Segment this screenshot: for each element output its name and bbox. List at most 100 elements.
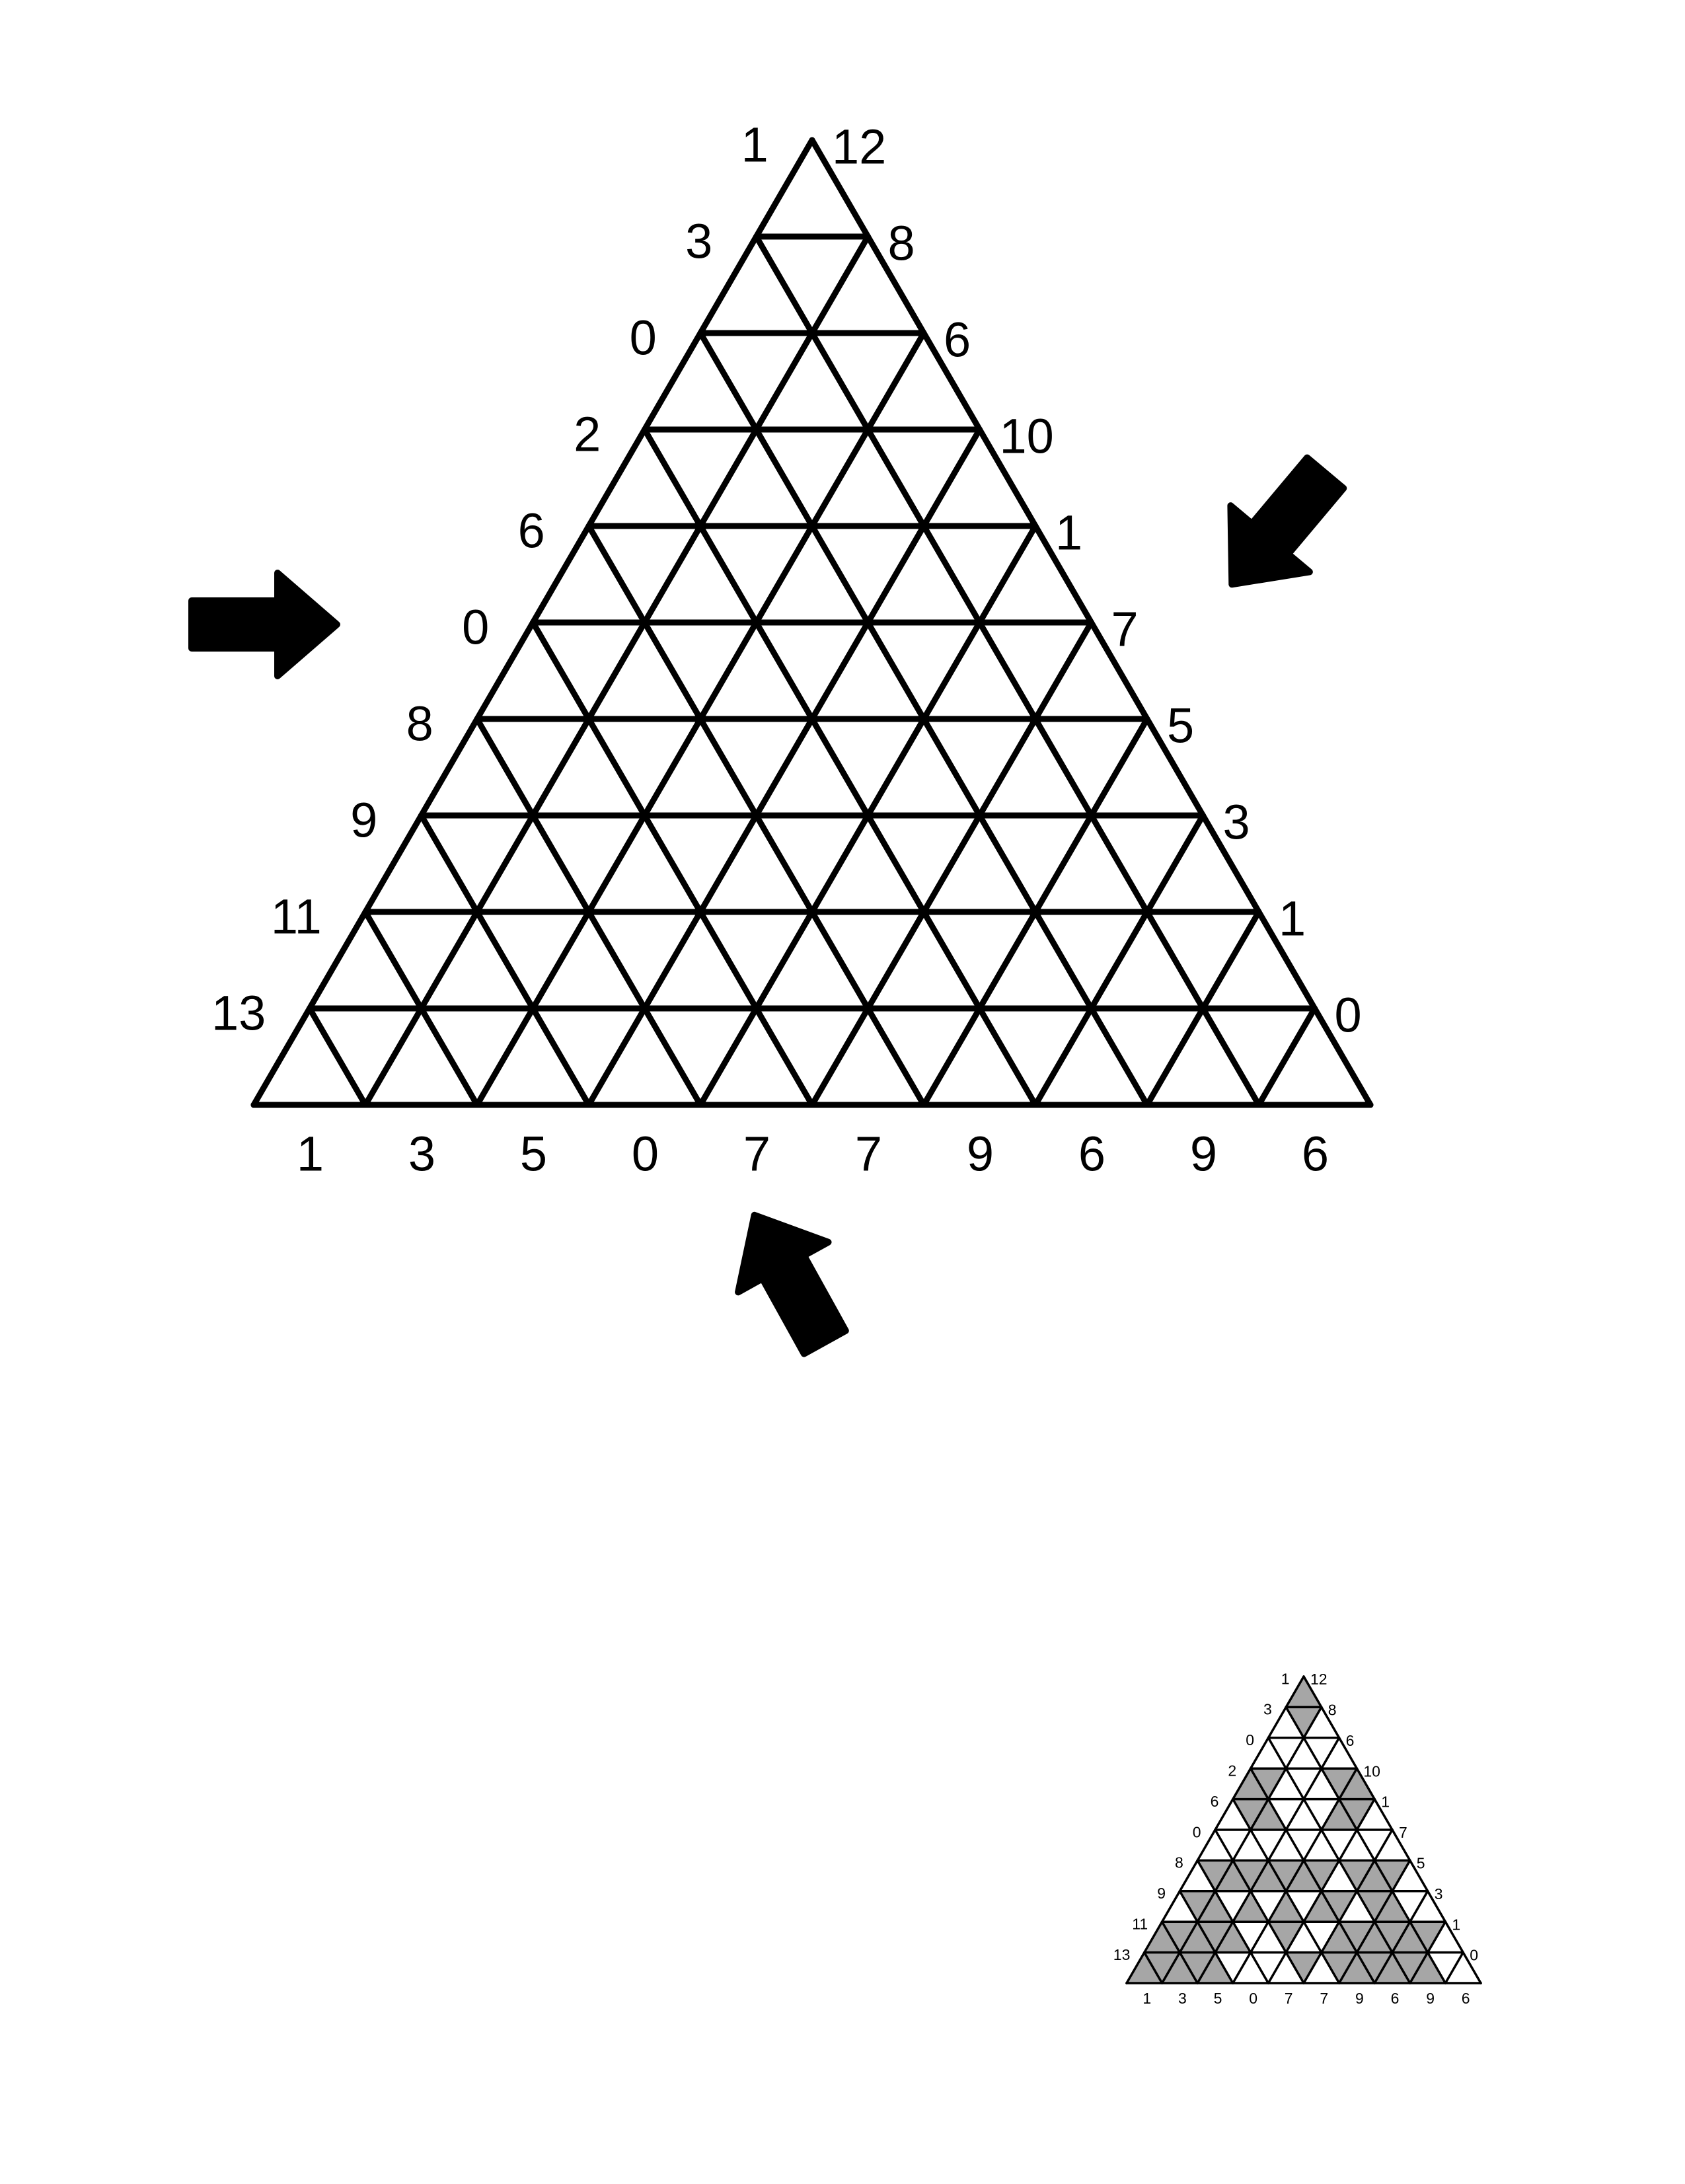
bottom-clue: 6 xyxy=(1391,1990,1400,2007)
bottom-clue: 6 xyxy=(1078,1127,1105,1182)
grid-line xyxy=(1255,1005,1318,1108)
arrow-right-icon xyxy=(188,570,340,679)
left-clue: 9 xyxy=(1157,1885,1166,1902)
shaded-cell xyxy=(1250,1768,1287,1799)
grid-line xyxy=(809,137,1374,1108)
grid-line xyxy=(1285,1706,1447,1984)
grid-line xyxy=(753,233,1262,1108)
right-clue: 7 xyxy=(1111,602,1139,657)
left-clue: 6 xyxy=(518,504,545,558)
left-clue: 8 xyxy=(1175,1854,1183,1871)
shaded-cell xyxy=(1250,1860,1287,1891)
right-clue: 0 xyxy=(1470,1947,1478,1964)
shaded-cell xyxy=(1127,1952,1162,1983)
grid-line xyxy=(1214,1828,1305,1984)
shaded-cell xyxy=(1162,1922,1198,1953)
left-clue: 3 xyxy=(685,214,712,269)
right-clue: 3 xyxy=(1435,1885,1443,1902)
grid-line xyxy=(1267,1737,1411,1984)
grid-line xyxy=(1302,1828,1394,1984)
shaded-cell xyxy=(1232,1860,1269,1891)
right-clue: 5 xyxy=(1167,698,1194,753)
shaded-cell xyxy=(1180,1922,1215,1953)
right-clue: 1 xyxy=(1381,1793,1390,1811)
left-clue: 2 xyxy=(1228,1762,1236,1779)
right-clue: 3 xyxy=(1223,795,1250,850)
left-clue: 8 xyxy=(406,697,433,751)
shaded-cell xyxy=(1304,1860,1339,1891)
bottom-clue: 7 xyxy=(855,1127,882,1182)
bottom-clue: 9 xyxy=(1190,1127,1217,1182)
shaded-cell xyxy=(1339,1922,1375,1953)
shaded-cell xyxy=(1321,1891,1357,1922)
left-clue: 0 xyxy=(630,311,657,365)
bottom-clue: 5 xyxy=(520,1127,547,1182)
bottom-clue: 7 xyxy=(743,1127,770,1182)
bottom-clue: 5 xyxy=(1214,1990,1222,2007)
right-clue: 7 xyxy=(1399,1824,1407,1841)
right-clue: 8 xyxy=(888,216,915,271)
left-clue: 0 xyxy=(462,600,489,655)
shaded-cell xyxy=(1215,1860,1251,1891)
left-clue: 1 xyxy=(1281,1670,1290,1687)
bottom-clue: 3 xyxy=(408,1127,435,1182)
grid-line xyxy=(362,233,871,1108)
bottom-clue: 3 xyxy=(1178,1990,1187,2007)
shaded-cell xyxy=(1339,1799,1375,1830)
shaded-cell xyxy=(1374,1891,1410,1922)
shaded-cell xyxy=(1250,1799,1287,1830)
left-clue: 9 xyxy=(350,793,377,848)
shaded-cell xyxy=(1339,1860,1375,1891)
left-clue: 0 xyxy=(1193,1823,1201,1840)
shaded-cell xyxy=(1180,1891,1215,1922)
right-clue: 1 xyxy=(1452,1916,1460,1933)
grid-line xyxy=(1444,1951,1464,1984)
arrow-up-left-icon xyxy=(735,1211,849,1357)
shaded-cell xyxy=(1197,1952,1233,1983)
bottom-clue: 9 xyxy=(967,1127,994,1182)
bottom-clue: 6 xyxy=(1302,1127,1329,1182)
shaded-cell xyxy=(1409,1922,1446,1953)
bottom-clue: 7 xyxy=(1285,1990,1293,2007)
shaded-cell xyxy=(1197,1860,1233,1891)
shaded-cell xyxy=(1144,1922,1180,1953)
right-clue: 1 xyxy=(1279,891,1306,946)
direction-arrows xyxy=(188,454,1347,1357)
shaded-cell xyxy=(1321,1799,1357,1830)
shaded-cell xyxy=(1357,1860,1392,1891)
shaded-cell xyxy=(1232,1768,1269,1799)
right-clue: 5 xyxy=(1417,1854,1425,1871)
right-clue: 1 xyxy=(1055,506,1082,560)
shaded-cell xyxy=(1374,1952,1410,1983)
grid-line xyxy=(1143,1951,1164,1984)
right-clue: 0 xyxy=(1335,988,1362,1043)
arrow-down-left-icon xyxy=(1227,454,1347,588)
bottom-clue: 1 xyxy=(1142,1990,1151,2007)
shaded-cell xyxy=(1357,1891,1392,1922)
shaded-cell xyxy=(1321,1768,1357,1799)
shaded-cell xyxy=(1268,1891,1304,1922)
bottom-clue: 7 xyxy=(1320,1990,1328,2007)
shaded-cell xyxy=(1321,1952,1357,1983)
shaded-cell xyxy=(1144,1952,1180,1983)
shaded-cell xyxy=(1321,1922,1357,1953)
shaded-cell xyxy=(1162,1952,1198,1983)
shaded-cell xyxy=(1197,1891,1233,1922)
grid-line xyxy=(1232,1767,1359,1984)
bottom-clue: 6 xyxy=(1462,1990,1470,2007)
left-clue: 13 xyxy=(211,986,266,1041)
grid-line xyxy=(642,426,1039,1108)
grid-line xyxy=(1160,1706,1323,1984)
bottom-clue: 9 xyxy=(1426,1990,1435,2007)
bottom-clue: 0 xyxy=(632,1127,659,1182)
left-clue: 1 xyxy=(741,118,768,172)
shaded-cell xyxy=(1374,1860,1410,1891)
left-clue: 11 xyxy=(271,889,322,944)
bottom-clue: 1 xyxy=(297,1127,324,1182)
grid-line xyxy=(1302,1675,1482,1984)
bottom-clue: 9 xyxy=(1355,1990,1364,2007)
grid-line xyxy=(585,426,983,1108)
